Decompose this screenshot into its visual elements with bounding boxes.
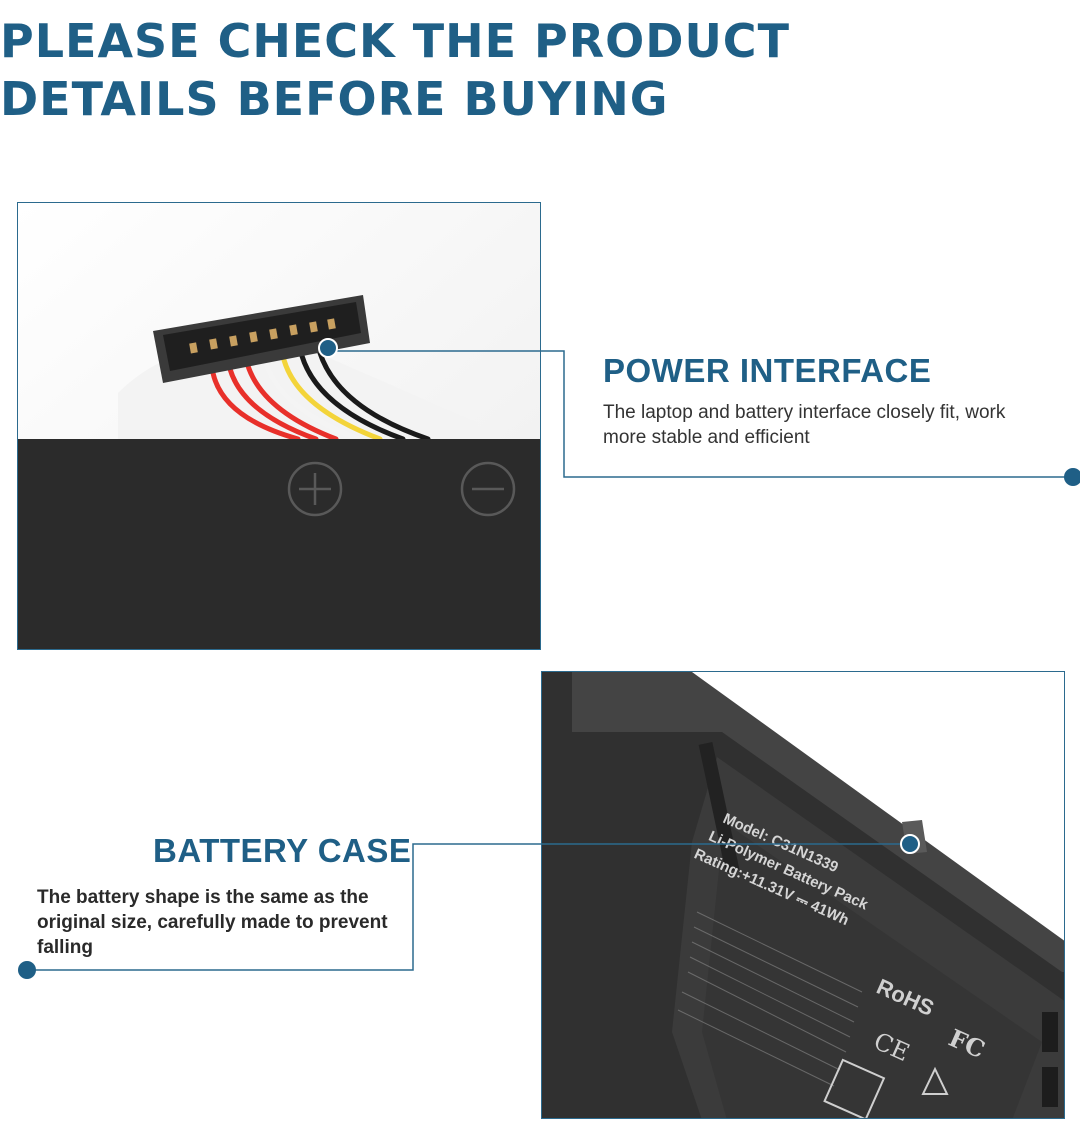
headline-line-2: DETAILS BEFORE BUYING	[0, 72, 669, 126]
battery-case-illustration: Model: C31N1339 Li-Polymer Battery Pack …	[542, 672, 1064, 1118]
power-callout-dot-icon	[318, 338, 338, 358]
positive-terminal-icon	[287, 461, 343, 517]
power-callout-end-dot-icon	[1064, 468, 1080, 486]
connector-plug	[153, 295, 370, 383]
power-interface-title: POWER INTERFACE	[603, 352, 932, 389]
case-callout-end-dot-icon	[18, 961, 36, 979]
warning-triangle-icon	[921, 1066, 949, 1095]
battery-body	[18, 439, 540, 649]
battery-case-title: BATTERY CASE	[153, 832, 412, 869]
connector-illustration	[18, 203, 540, 649]
page-headline: PLEASE CHECK THE PRODUCT DETAILS BEFORE …	[0, 12, 790, 128]
battery-case-description: The battery shape is the same as the ori…	[37, 887, 388, 958]
power-interface-photo	[17, 202, 541, 650]
power-interface-description: The laptop and battery interface closely…	[603, 402, 1006, 448]
battery-case-photo: Model: C31N1339 Li-Polymer Battery Pack …	[541, 671, 1065, 1119]
connector-wires	[210, 350, 431, 442]
case-callout-dot-icon	[900, 834, 920, 854]
headline-line-1: PLEASE CHECK THE PRODUCT	[0, 14, 790, 68]
negative-terminal-icon	[460, 461, 516, 517]
recycle-icon	[823, 1058, 886, 1118]
